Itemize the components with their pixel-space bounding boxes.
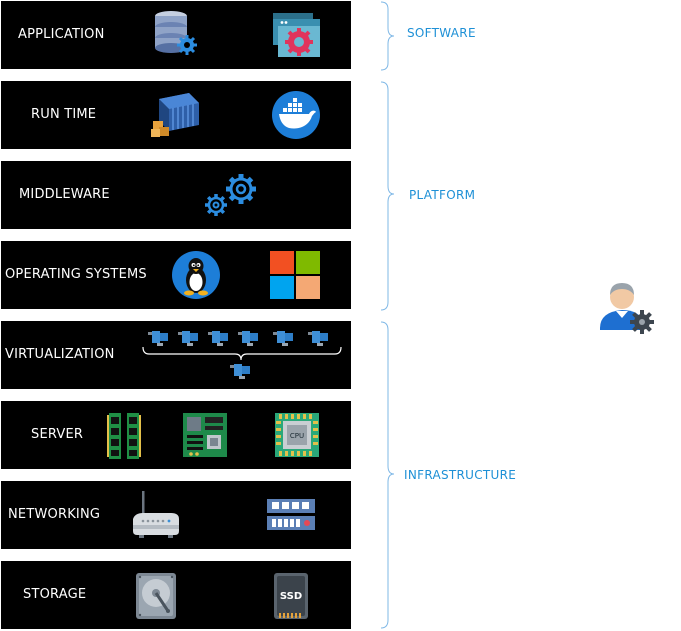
browser-settings-icon (273, 13, 320, 57)
virtual-machine-icon (148, 331, 168, 346)
category-label-infrastructure: INFRASTRUCTURE (404, 468, 517, 482)
physical-host-icon (230, 364, 250, 379)
layer-server: SERVER CPU (1, 401, 351, 469)
layer-label-middleware: MIDDLEWARE (19, 187, 110, 202)
shipping-container-icon (151, 93, 199, 137)
vm-brace (142, 346, 342, 361)
layer-label-server: SERVER (31, 427, 84, 442)
virtual-machine-icon (273, 331, 293, 346)
layer-label-application: APPLICATION (18, 27, 105, 42)
gears-icon (205, 174, 256, 216)
ssd-icon: SSD (274, 573, 308, 619)
ram-module-icon (107, 413, 141, 459)
virtual-machine-icon (178, 331, 198, 346)
category-label-software: SOFTWARE (407, 26, 476, 40)
windows-logo-icon (270, 251, 320, 299)
platform-bracket (380, 81, 395, 311)
layer-application: APPLICATION (1, 1, 351, 69)
layer-middleware: MIDDLEWARE (1, 161, 351, 229)
software-bracket (380, 1, 395, 71)
linux-tux-icon (172, 251, 220, 299)
virtual-machine-icon (308, 331, 328, 346)
ssd-text: SSD (280, 591, 302, 602)
virtualization-diagram (142, 331, 342, 379)
admin-user-gear-icon (600, 283, 654, 334)
database-gear-icon (155, 11, 197, 55)
layer-operating-systems: OPERATING SYSTEMS (1, 241, 351, 309)
cpu-chip-icon: CPU (275, 413, 319, 457)
layer-label-virtualization: VIRTUALIZATION (5, 347, 115, 362)
layer-networking: NETWORKING (1, 481, 351, 549)
layer-label-runtime: RUN TIME (31, 107, 97, 122)
network-switch-icon (267, 499, 315, 530)
infrastructure-bracket (380, 321, 395, 629)
layer-label-networking: NETWORKING (8, 507, 101, 522)
layer-runtime: RUN TIME (1, 81, 351, 149)
layer-label-storage: STORAGE (23, 587, 87, 602)
layer-storage: STORAGE SSD (1, 561, 351, 629)
motherboard-icon (183, 413, 227, 457)
virtual-machine-icon (238, 331, 258, 346)
docker-whale-icon (272, 91, 320, 139)
layer-virtualization: VIRTUALIZATION (1, 321, 351, 389)
layer-label-operating-systems: OPERATING SYSTEMS (5, 267, 147, 282)
virtual-machine-icon (208, 331, 228, 346)
cpu-chip-text: CPU (290, 432, 304, 440)
hard-disk-icon (136, 573, 176, 619)
category-label-platform: PLATFORM (409, 188, 476, 202)
router-icon (133, 491, 179, 538)
